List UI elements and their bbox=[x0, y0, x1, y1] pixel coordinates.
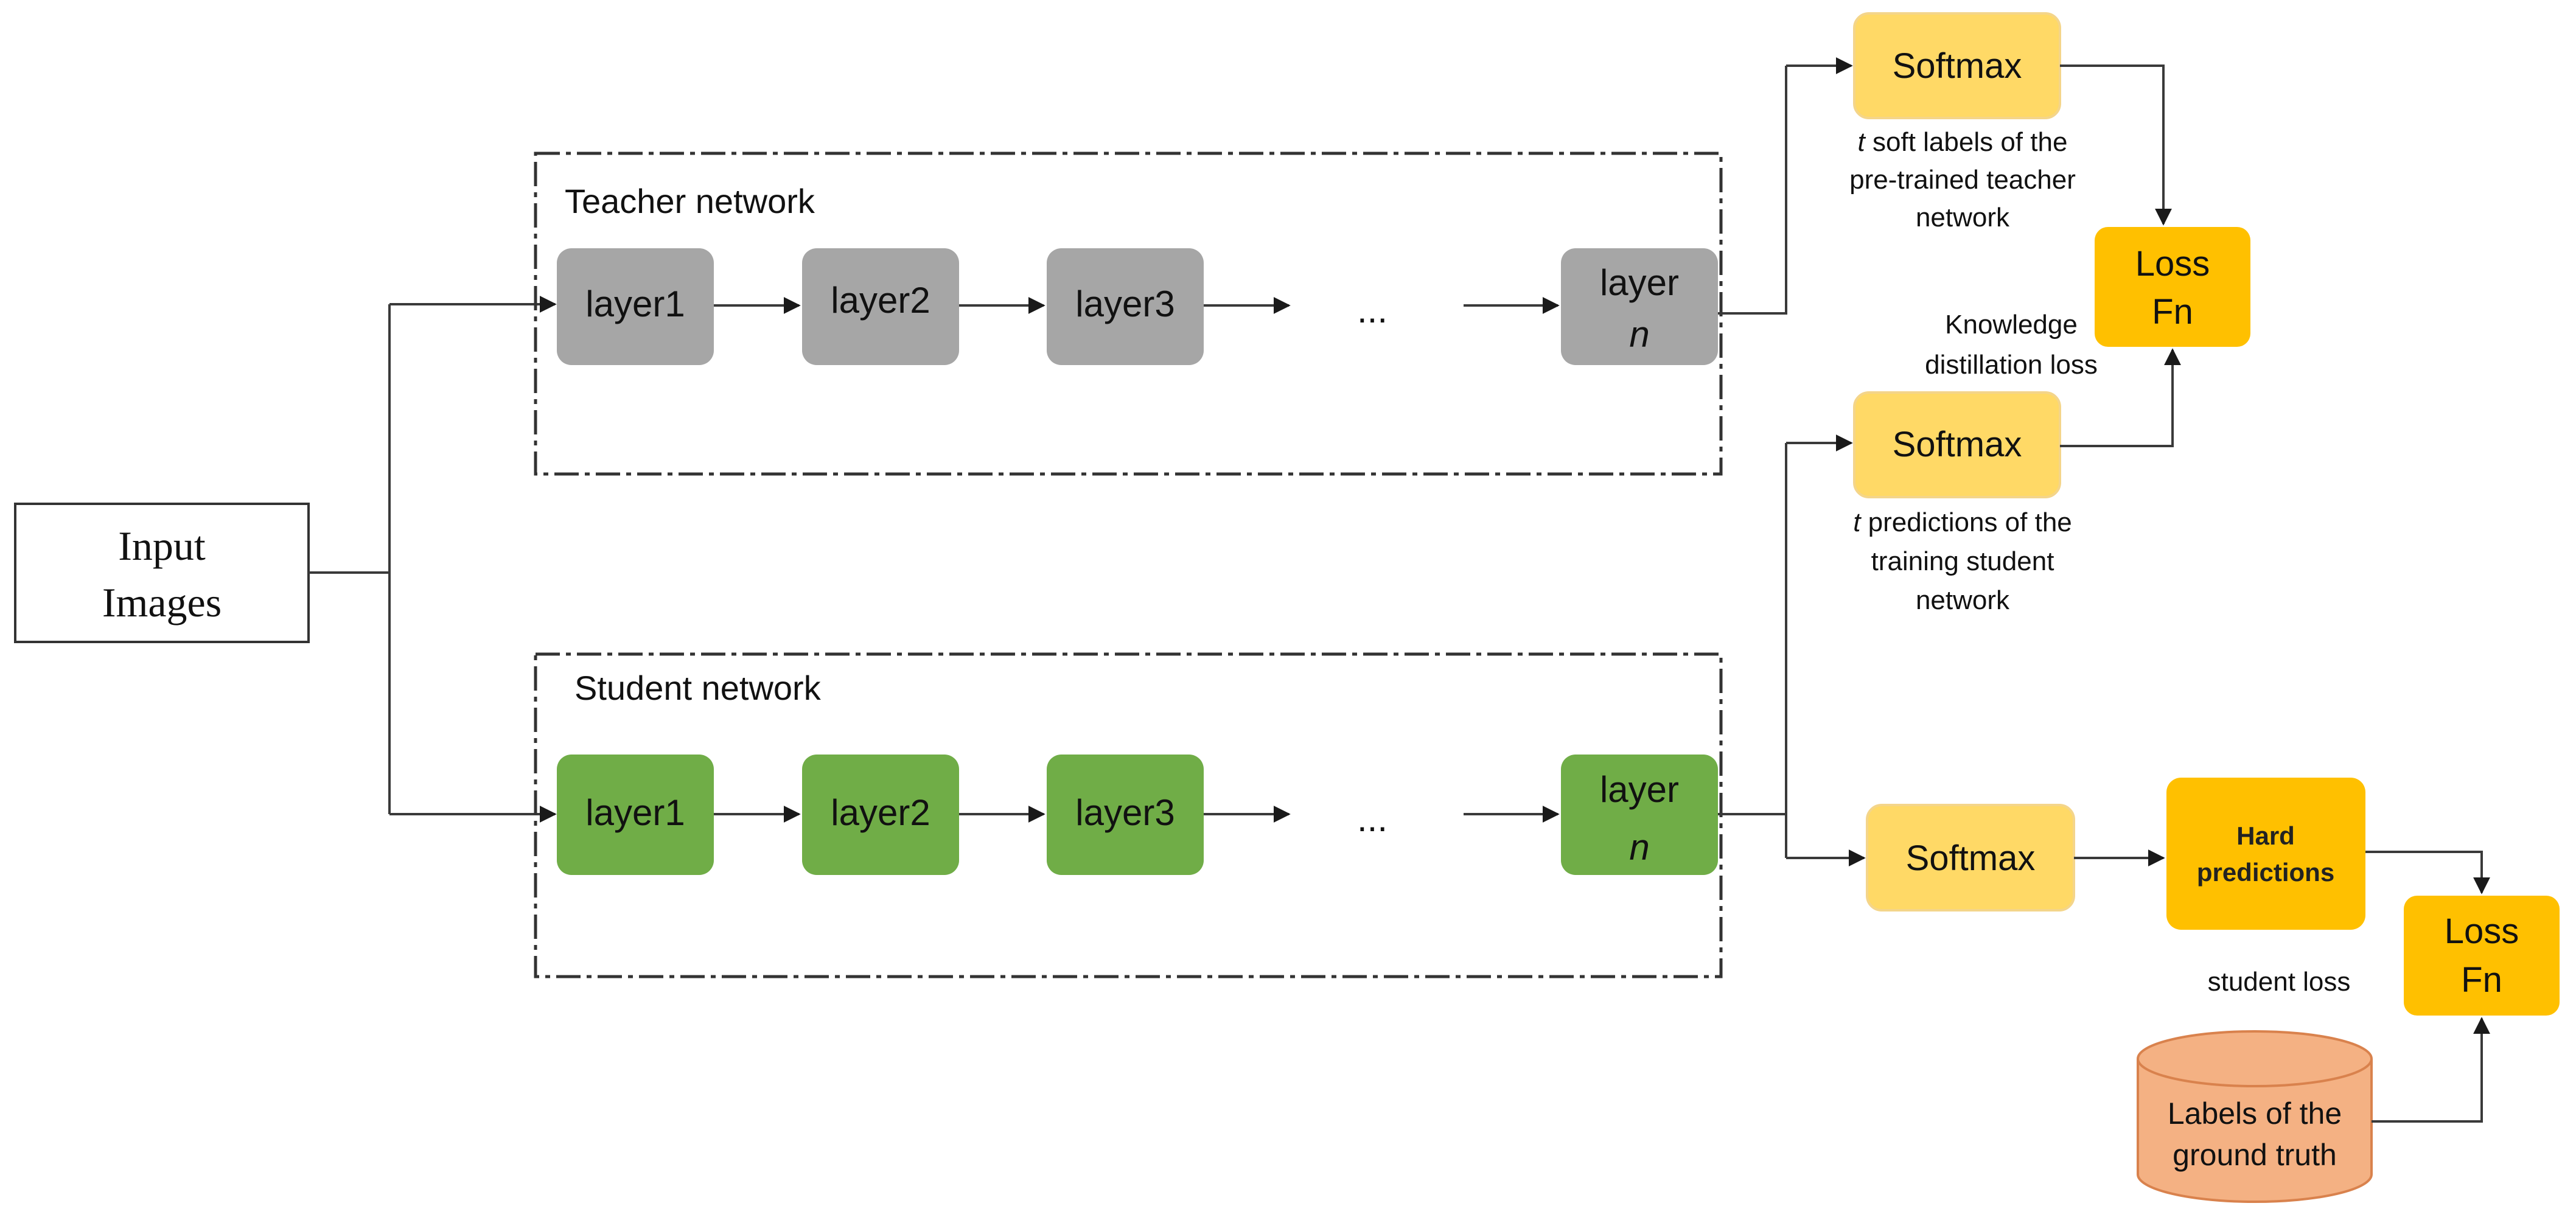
svg-text:t predictions of the: t predictions of the bbox=[1853, 507, 2072, 537]
caption-line: soft labels of the bbox=[1865, 127, 2068, 157]
caption-line: network bbox=[1916, 585, 2010, 615]
input-images-box: Input Images bbox=[14, 503, 310, 643]
loss-kd-line2: Fn bbox=[2152, 292, 2193, 332]
softmax-hard: Softmax bbox=[1866, 804, 2075, 912]
teacher-ellipsis: ... bbox=[1357, 290, 1387, 330]
loss-kd-caption: Knowledge distillation loss bbox=[1925, 310, 2098, 380]
student-layer-n-index: n bbox=[1629, 827, 1649, 868]
student-layer-n bbox=[1561, 755, 1718, 875]
caption-italic-t: t bbox=[1858, 127, 1866, 157]
caption-line: predictions of the bbox=[1860, 507, 2072, 537]
loss-kd-line1: Loss bbox=[2135, 244, 2210, 284]
student-layer2 bbox=[802, 755, 959, 875]
teacher-layer2-label: layer2 bbox=[831, 280, 930, 321]
hard-predictions-box: Hard predictions bbox=[2166, 778, 2365, 930]
student-layer2-label: layer2 bbox=[831, 792, 930, 833]
softmax-hard-label: Softmax bbox=[1906, 838, 2036, 878]
hard-predictions-line1: Hard bbox=[2236, 821, 2295, 850]
teacher-network-title: Teacher network bbox=[565, 182, 815, 220]
caption-line: training student bbox=[1871, 546, 2054, 576]
input-label-line2: Images bbox=[102, 579, 222, 626]
loss-fn-kd: Loss Fn bbox=[2095, 227, 2250, 347]
softmax-teacher-label: Softmax bbox=[1893, 46, 2022, 86]
teacher-layer-n-index: n bbox=[1629, 314, 1649, 355]
teacher-layer1 bbox=[557, 248, 714, 365]
loss-student-line2: Fn bbox=[2461, 960, 2502, 1000]
student-layer1-label: layer1 bbox=[585, 792, 685, 833]
softmax-student: Softmax bbox=[1853, 391, 2061, 498]
teacher-layer-n-label: layer bbox=[1600, 262, 1679, 303]
ground-truth-line1: Labels of the bbox=[2168, 1096, 2342, 1131]
softmax-student-label: Softmax bbox=[1893, 425, 2022, 464]
ground-truth-line2: ground truth bbox=[2173, 1138, 2337, 1172]
caption-line: distillation loss bbox=[1925, 350, 2098, 380]
caption-line: Knowledge bbox=[1945, 310, 2078, 340]
teacher-layer1-label: layer1 bbox=[585, 284, 685, 324]
loss-student-line1: Loss bbox=[2445, 912, 2519, 951]
student-layer-n-label: layer bbox=[1600, 769, 1679, 810]
ground-truth-cylinder: Labels of the ground truth bbox=[2137, 1030, 2373, 1203]
softmax-student-caption: t predictions of the training student ne… bbox=[1853, 507, 2072, 615]
softmax-teacher: Softmax bbox=[1853, 12, 2061, 119]
caption-italic-t: t bbox=[1853, 507, 1862, 537]
hard-predictions-line2: predictions bbox=[2197, 858, 2334, 887]
student-layer3 bbox=[1047, 755, 1204, 875]
student-layer3-label: layer3 bbox=[1075, 792, 1175, 833]
student-network-group: Student network layer1 layer2 layer3 ...… bbox=[534, 652, 1723, 978]
teacher-layer3-label: layer3 bbox=[1075, 284, 1175, 324]
teacher-network-group: Teacher network layer1 layer2 layer3 ...… bbox=[534, 152, 1723, 476]
student-network-title: Student network bbox=[574, 669, 822, 707]
student-ellipsis: ... bbox=[1357, 798, 1387, 839]
caption-line: pre-trained teacher bbox=[1849, 165, 2076, 195]
student-loss-caption: student loss bbox=[2208, 967, 2351, 997]
teacher-layer3 bbox=[1047, 248, 1204, 365]
student-layer1 bbox=[557, 755, 714, 875]
caption-line: network bbox=[1916, 203, 2010, 232]
input-label-line1: Input bbox=[118, 523, 206, 569]
teacher-layer-n bbox=[1561, 248, 1718, 365]
teacher-output-connector bbox=[1718, 66, 1787, 315]
loss-fn-student: Loss Fn bbox=[2404, 896, 2560, 1016]
input-connectors bbox=[309, 296, 557, 823]
teacher-layer2 bbox=[802, 248, 959, 365]
softmax-teacher-caption: t soft labels of the pre-trained teacher… bbox=[1849, 127, 2076, 232]
svg-text:t soft labels of the: t soft labels of the bbox=[1858, 127, 2068, 157]
